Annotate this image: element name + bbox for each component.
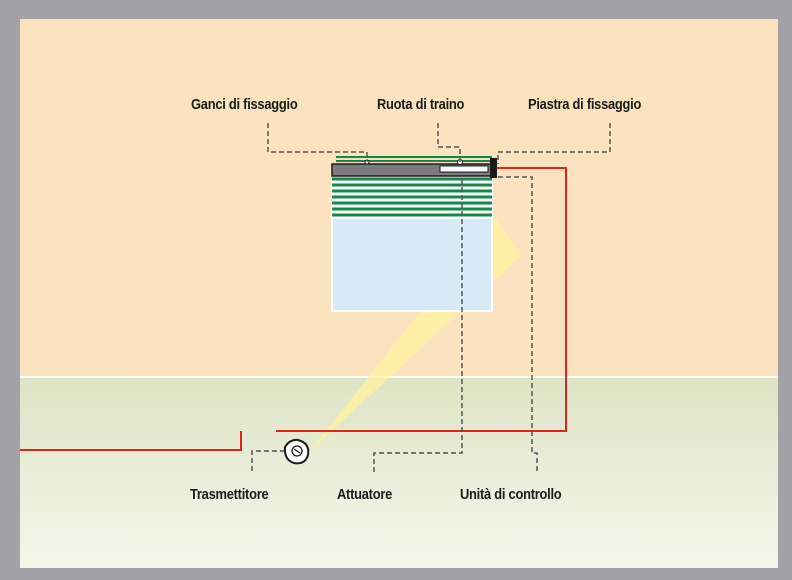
label-trasmettitore: Trasmettitore: [190, 486, 269, 503]
window: [331, 156, 497, 312]
room-scene: Ganci di fissaggio Ruota di traino Piast…: [20, 19, 778, 568]
actuator-tube: [439, 165, 489, 173]
wall-floor-boundary: [20, 376, 778, 378]
label-ruota-di-traino: Ruota di traino: [377, 96, 465, 113]
label-attuatore: Attuatore: [337, 486, 393, 503]
label-unita-di-controllo: Unità di controllo: [460, 486, 562, 503]
blind-top-slats: [336, 156, 492, 162]
floor-area: [20, 378, 778, 568]
diagram-drawing: [20, 123, 611, 473]
blind-slats: [332, 177, 492, 217]
label-ganci-di-fissaggio: Ganci di fissaggio: [191, 96, 298, 113]
fixing-plate: [490, 158, 497, 178]
power-cable: [20, 167, 567, 451]
transmitter-device: [283, 438, 310, 465]
leader-lines: [251, 123, 611, 473]
label-piastra-di-fissaggio: Piastra di fissaggio: [528, 96, 642, 113]
